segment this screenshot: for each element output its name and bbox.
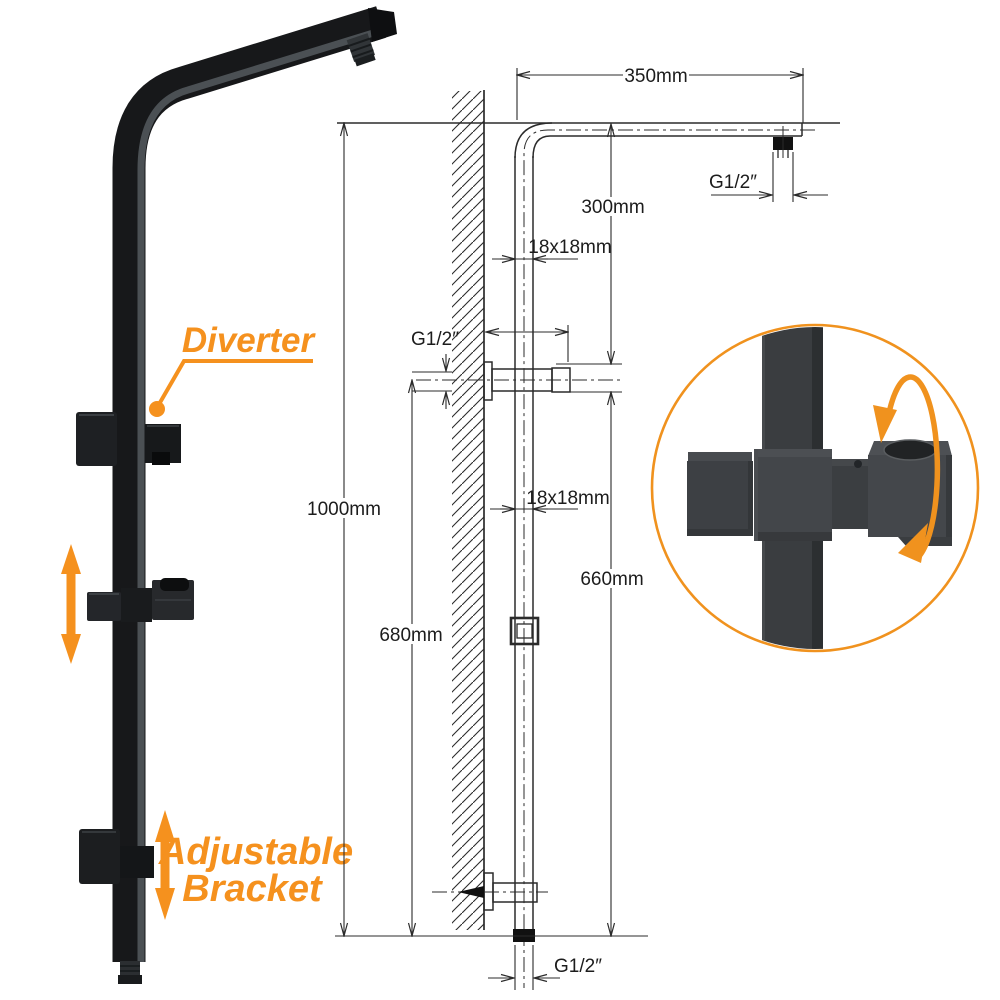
dim-label-660mm: 660mm [580,569,643,590]
rail-bottom-thread [118,961,142,984]
slider-bracket [87,578,194,622]
dim-label-1000mm: 1000mm [307,499,381,520]
dim-label-350mm: 350mm [624,66,687,87]
diverter-label: Diverter [182,321,317,360]
detail-arm [832,459,868,529]
detail-left-knob [687,452,753,536]
dim-label-g12-bottom: G1/2″ [554,956,602,977]
callout-leader [156,359,313,408]
bottom-wall-bracket [79,829,154,884]
diverter-bracket [76,412,181,466]
detail-rail-clamp [754,449,832,541]
product-photo: Diverter Adjustable Bracket [61,6,397,984]
dim-label-18x18-mid: 18x18mm [526,488,609,509]
dimension-label-backgrounds [308,66,689,644]
up-down-arrow-icon [61,544,81,664]
dim-label-g12-inlet: G1/2″ [411,329,459,350]
riser-rail [112,6,386,962]
extension-lines [335,68,804,990]
rail-highlight [137,26,385,962]
wall-hatch [452,91,484,930]
adjustable-bracket-label-line2: Bracket [182,868,323,910]
arm-outlet-thread [346,33,376,67]
upper-wall-bracket-outline [483,361,571,401]
bracket-detail-view [650,323,980,653]
detail-screw-hole [854,460,862,468]
dim-label-g12-outlet: G1/2″ [709,172,757,193]
up-down-arrow-icon [155,810,175,920]
rail-outline [514,122,803,929]
wall-anchor-arrow-icon [458,886,484,898]
dimension-lines [344,75,828,978]
arm-end-block [368,8,397,42]
dim-label-18x18-top: 18x18mm [528,237,611,258]
rotation-arrow-icon [873,374,941,563]
dim-label-680mm: 680mm [379,625,442,646]
dim-label-300mm: 300mm [581,197,644,218]
slider-outline [509,616,540,646]
technical-drawing: 350mm G1/2″ 300mm 18x18mm G1/2″ 18x18mm … [307,66,840,990]
callout-dot-icon [149,401,165,417]
adjustable-bracket-label-line1: Adjustable [158,831,353,873]
arm-outlet [773,126,793,158]
dimension-labels: 350mm G1/2″ 300mm 18x18mm G1/2″ 18x18mm … [307,66,757,977]
